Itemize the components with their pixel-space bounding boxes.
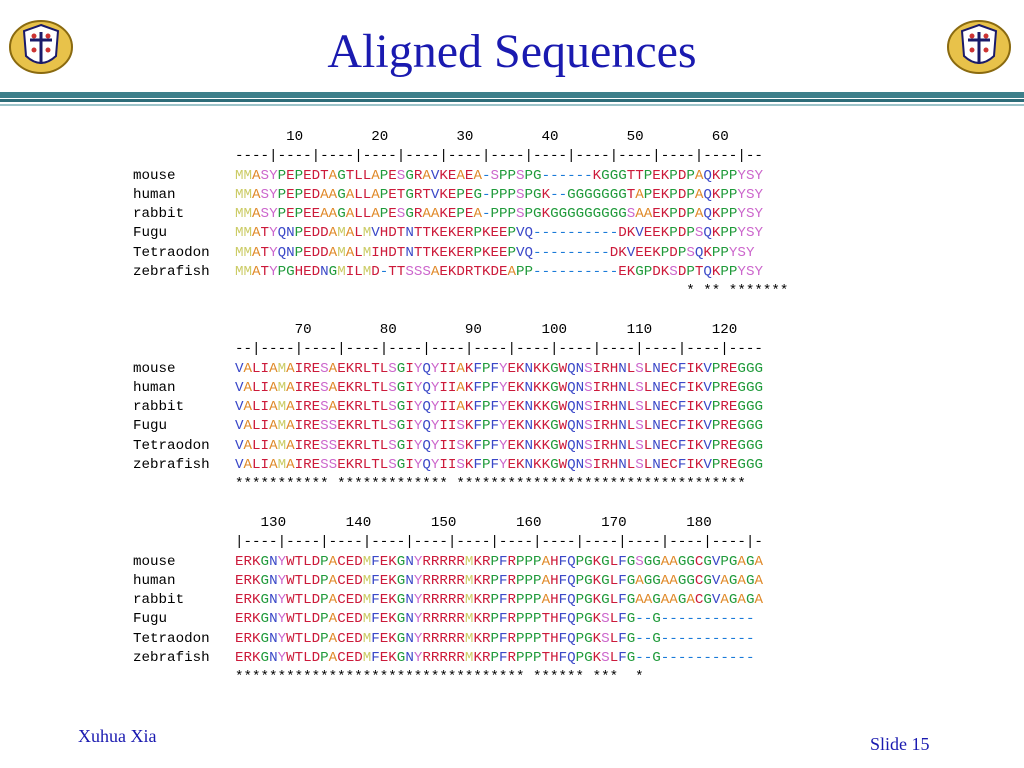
species-name: mouse	[133, 553, 176, 570]
sequence: MMASYPEPEEAAGALLAPESGRAAKEPEA-PPPSPGKGGG…	[235, 206, 763, 223]
sequence: VALIAMAIRESAEKRLTLSGIYQYIIAKFPFYEKNKKGWQ…	[235, 399, 763, 416]
sequence-row-zebrafish: zebrafish ERKGNYWTLDPACEDMFEKGNYRRRRRMKRP…	[133, 649, 788, 668]
conservation-line: *********** ************* **************…	[235, 476, 746, 493]
sequence-row-mouse: mouse VALIAMAIRESAEKRLTLSGIYQYIIAKFPFYEKN…	[133, 360, 788, 379]
sequence: ERKGNYWTLDPACEDMFEKGNYRRRRRMKRPFRPPPAHFQ…	[235, 572, 763, 589]
header-bar-line	[0, 99, 1024, 102]
species-name: Tetraodon	[133, 437, 210, 454]
species-name: Tetraodon	[133, 630, 210, 647]
position-numbers: 130 140 150 160 170 180	[235, 514, 712, 531]
position-numbers: 70 80 90 100 110 120	[235, 321, 738, 338]
species-name: zebrafish	[133, 264, 210, 281]
sequence-row-tetraodon: Tetraodon ERKGNYWTLDPACEDMFEKGNYRRRRRMKRP…	[133, 630, 788, 649]
position-numbers: 10 20 30 40 50 60	[235, 129, 729, 145]
sequence-row-rabbit: rabbit MMASYPEPEEAAGALLAPESGRAAKEPEA-PPPS…	[133, 205, 788, 224]
species-name: human	[133, 379, 176, 396]
sequence: ERKGNYWTLDPACEDMFEKGNYRRRRRMKRPFRPPPTHFQ…	[235, 611, 755, 628]
species-name: Tetraodon	[133, 244, 210, 261]
sequence-row-tetraodon: Tetraodon VALIAMAIRESSEKRLTLSGIYQYIISKFPF…	[133, 437, 788, 456]
slide-number: Slide 15	[870, 734, 930, 754]
crest-icon	[947, 20, 1011, 74]
position-ruler: ----|----|----|----|----|----|----|----|…	[235, 148, 763, 165]
alignment-block: 130 140 150 160 170 180 |----|----|----|…	[133, 514, 788, 688]
species-name: rabbit	[133, 206, 185, 223]
sequence-row-fugu: Fugu ERKGNYWTLDPACEDMFEKGNYRRRRRMKRPFRPPP…	[133, 610, 788, 629]
sequence: ERKGNYWTLDPACEDMFEKGNYRRRRRMKRPFRPPPTHFQ…	[235, 630, 755, 647]
species-name: human	[133, 186, 176, 203]
species-name: Fugu	[133, 225, 168, 242]
sequence-row-rabbit: rabbit ERKGNYWTLDPACEDMFEKGNYRRRRRMKRPFRP…	[133, 591, 788, 610]
conservation-line: ********************************** *****…	[235, 669, 644, 686]
sequence-row-tetraodon: Tetraodon MMATYQNPEDDAMALMIHDTNTTKEKERPKE…	[133, 244, 788, 263]
sequence-row-human: human MMASYPEPEDAAGALLAPETGRTVKEPEG-PPPSP…	[133, 186, 788, 205]
sequence-row-mouse: mouse ERKGNYWTLDPACEDMFEKGNYRRRRRMKRPFRPP…	[133, 553, 788, 572]
species-name: Fugu	[133, 611, 168, 628]
species-name: rabbit	[133, 399, 185, 416]
sequence: VALIAMAIRESAEKRLTLSGIYQYIIAKFPFYEKNKKGWQ…	[235, 360, 763, 377]
sequence-row-mouse: mouse MMASYPEPEDTAGTLLAPESGRAVKEAEA-SPPSP…	[133, 167, 788, 186]
species-name: Fugu	[133, 418, 168, 435]
sequence-row-zebrafish: zebrafish MMATYPGHEDNGMILMD-TTSSSAEKDRTKD…	[133, 263, 788, 282]
species-name: zebrafish	[133, 457, 210, 474]
sequence-row-fugu: Fugu MMATYQNPEDDAMALMVHDTNTTKEKERPKEEPVQ-…	[133, 224, 788, 243]
species-name: mouse	[133, 360, 176, 377]
sequence-row-human: human ERKGNYWTLDPACEDMFEKGNYRRRRRMKRPFRPP…	[133, 572, 788, 591]
header-bar	[0, 92, 1024, 98]
species-name: mouse	[133, 167, 176, 184]
sequence: VALIAMAIRESSEKRLTLSGIYQYIISKFPFYEKNKKGWQ…	[235, 437, 763, 454]
sequence: VALIAMAIRESAEKRLTLSGIYQYIIAKFPFYEKNKKGWQ…	[235, 379, 763, 396]
sequence: MMATYQNPEDDAMALMVHDTNTTKEKERPKEEPVQ-----…	[235, 225, 763, 242]
sequence: ERKGNYWTLDPACEDMFEKGNYRRRRRMKRPFRPPPAHFQ…	[235, 553, 763, 570]
sequence: ERKGNYWTLDPACEDMFEKGNYRRRRRMKRPFRPPPAHFQ…	[235, 592, 763, 609]
species-name: rabbit	[133, 592, 185, 609]
author-name: Xuhua Xia	[78, 726, 157, 746]
sequence: MMASYPEPEDAAGALLAPETGRTVKEPEG-PPPSPGK--G…	[235, 186, 763, 203]
sequence: VALIAMAIRESSEKRLTLSGIYQYIISKFPFYEKNKKGWQ…	[235, 418, 763, 435]
sequence: ERKGNYWTLDPACEDMFEKGNYRRRRRMKRPFRPPPTHFQ…	[235, 650, 755, 667]
position-ruler: |----|----|----|----|----|----|----|----…	[235, 534, 763, 551]
species-name: zebrafish	[133, 650, 210, 667]
sequence-alignment: 10 20 30 40 50 60 ----|----|----|----|--…	[133, 128, 788, 688]
alignment-block: 70 80 90 100 110 120 --|----|----|----|-…	[133, 321, 788, 495]
sequence: MMASYPEPEDTAGTLLAPESGRAVKEAEA-SPPSPG----…	[235, 167, 763, 184]
sequence: MMATYPGHEDNGMILMD-TTSSSAEKDRTKDEAPP-----…	[235, 264, 763, 281]
alignment-block: 10 20 30 40 50 60 ----|----|----|----|--…	[133, 128, 788, 302]
sequence: MMATYQNPEDDAMALMIHDTNTTKEKERPKEEPVQ-----…	[235, 244, 755, 261]
species-name: human	[133, 572, 176, 589]
crest-icon	[9, 20, 73, 74]
sequence-row-fugu: Fugu VALIAMAIRESSEKRLTLSGIYQYIISKFPFYEKNK…	[133, 417, 788, 436]
sequence-row-rabbit: rabbit VALIAMAIRESAEKRLTLSGIYQYIIAKFPFYEK…	[133, 398, 788, 417]
header-bar-thin-line	[0, 104, 1024, 106]
sequence-row-zebrafish: zebrafish VALIAMAIRESSEKRLTLSGIYQYIISKFPF…	[133, 456, 788, 475]
conservation-line: * ** *******	[235, 283, 789, 300]
sequence: VALIAMAIRESSEKRLTLSGIYQYIISKFPFYEKNKKGWQ…	[235, 457, 763, 474]
sequence-row-human: human VALIAMAIRESAEKRLTLSGIYQYIIAKFPFYEKN…	[133, 379, 788, 398]
slide-title: Aligned Sequences	[327, 25, 697, 78]
position-ruler: --|----|----|----|----|----|----|----|--…	[235, 341, 763, 358]
